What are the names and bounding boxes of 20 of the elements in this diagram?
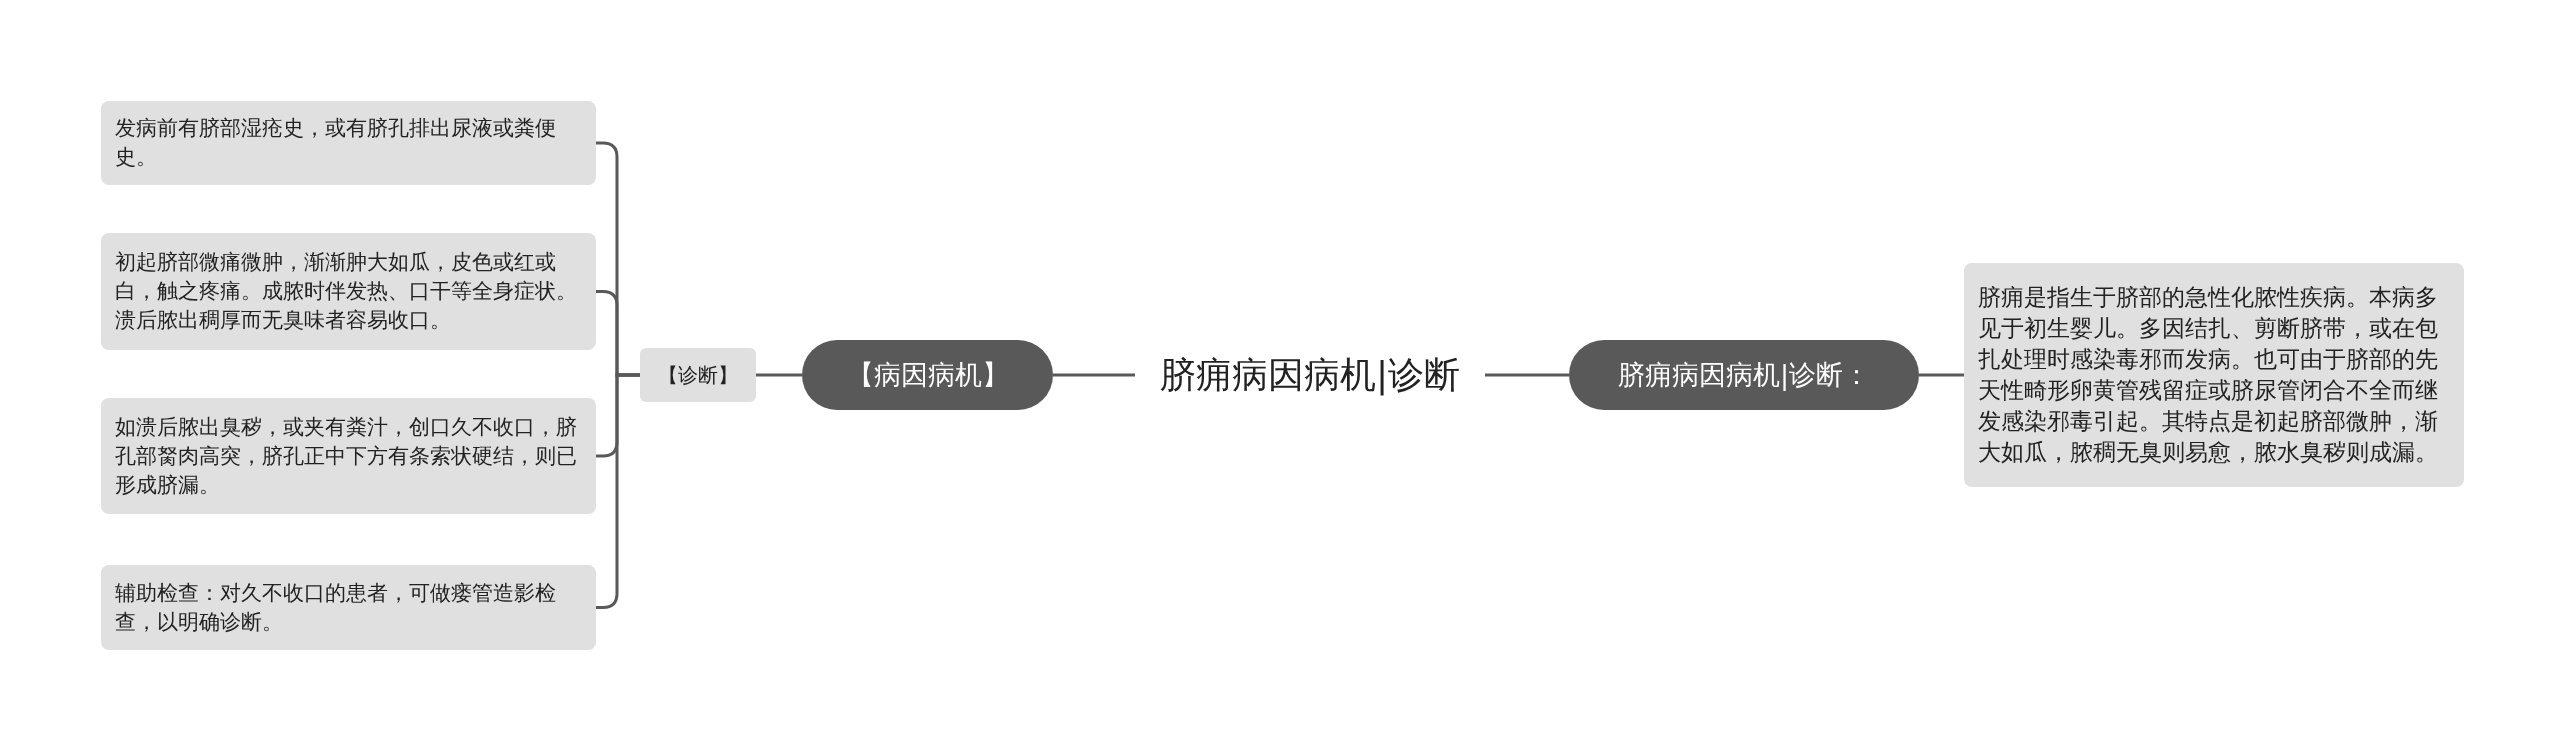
node-text: 脐痈是指生于脐部的急性化脓性疾病。本病多见于初生婴儿。多因结扎、剪断脐带，或在包扎处理时感染毒邪而发病。也可由于脐部的先天性畸形卵黄管残留症或脐尿管闭合不全而继发感染邪毒引起。其特点是初起脐部微肿，渐大如瓜，脓稠无臭则易愈，脓水臭秽则成漏。 — [1978, 283, 2439, 467]
subtopic-box — [640, 348, 756, 402]
node-text: 【诊断】 — [658, 361, 738, 389]
node-text: 初起脐部微痛微肿，渐渐肿大如瓜，皮色或红或白，触之疼痛。成脓时伴发热、口干等全身症状。溃后脓出稠厚而无臭味者容易收口。 — [115, 249, 578, 334]
connector-line — [596, 373, 640, 609]
node-text: 发病前有脐部湿疮史，或有脐孔排出尿液或粪便史。 — [115, 115, 557, 171]
note-box — [101, 233, 596, 350]
note-box — [1964, 263, 2464, 487]
node-text: 如溃后脓出臭秽，或夹有粪汁，创口久不收口，脐孔部胬肉高突，脐孔正中下方有条索状硬结，则已形成脐漏。 — [115, 413, 578, 499]
note-box — [101, 398, 596, 514]
connector-line — [1053, 373, 1135, 377]
node-text: 辅助检查：对久不收口的患者，可做瘘管造影检查，以明确诊断。 — [115, 579, 557, 636]
connector-line — [756, 373, 802, 377]
connector-line — [1919, 373, 1964, 377]
node-text: 脐痈病因病机|诊断： — [1617, 358, 1871, 393]
note-box — [101, 565, 596, 650]
title-text: 脐痈病因病机|诊断 — [1159, 352, 1461, 398]
connector-line — [1485, 373, 1569, 377]
note-box — [101, 101, 596, 185]
node-text: 【病因病机】 — [846, 358, 1009, 392]
